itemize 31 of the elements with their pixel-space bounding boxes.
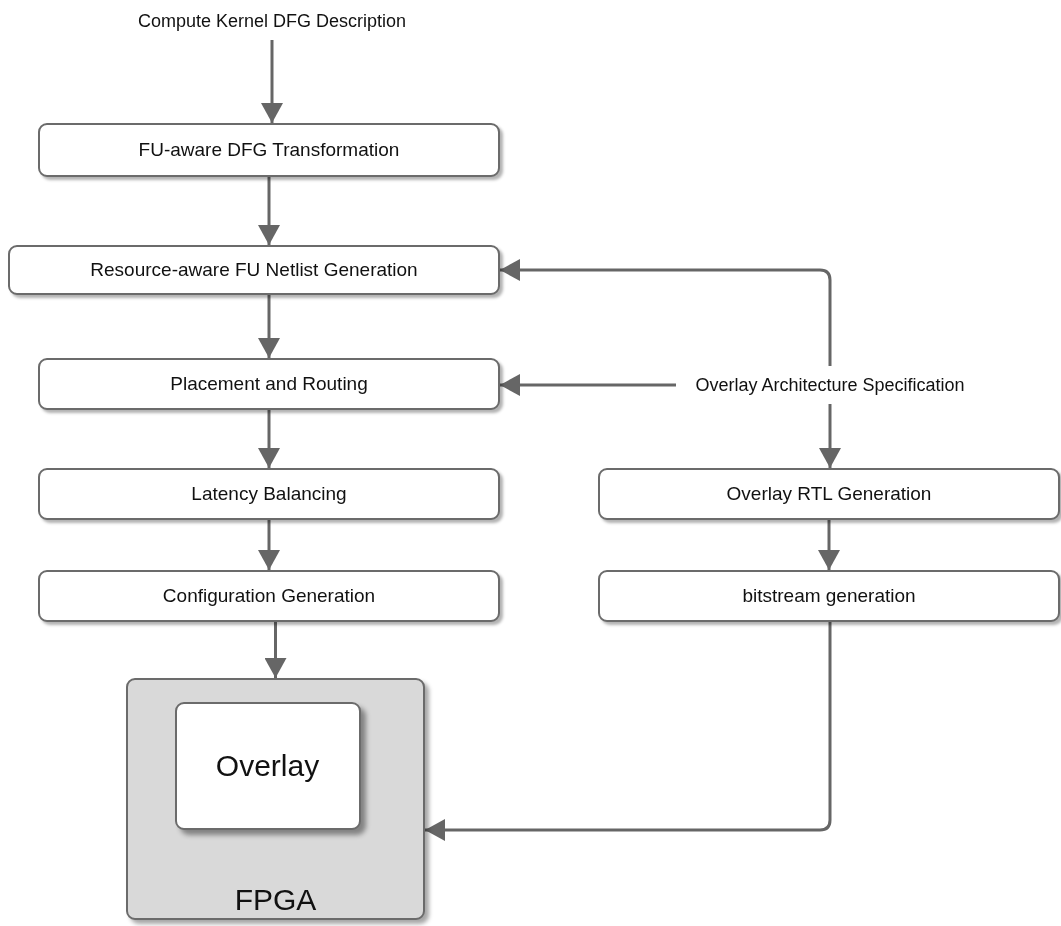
- arrow: [258, 520, 280, 570]
- input-label: Compute Kernel DFG Description: [122, 8, 422, 34]
- arrow: [261, 40, 283, 123]
- process-box: [598, 570, 1060, 622]
- arrow: [258, 295, 280, 358]
- box-label: Overlay RTL Generation: [726, 483, 932, 505]
- box-label: FU-aware DFG Transformation: [138, 139, 400, 161]
- arrow: [819, 404, 841, 468]
- box-label: Placement and Routing: [170, 373, 368, 395]
- arrow: [258, 410, 280, 468]
- box-label: bitstream generation: [742, 585, 916, 607]
- fpga-board: [126, 678, 425, 920]
- arrow: [818, 520, 840, 570]
- arrow: [264, 622, 287, 678]
- process-box: [8, 245, 500, 295]
- process-box: [38, 468, 500, 520]
- box-label: Latency Balancing: [191, 483, 347, 505]
- process-box: [38, 570, 500, 622]
- input-label: Overlay Architecture Specification: [682, 372, 978, 398]
- box-label: Resource-aware FU Netlist Generation: [90, 259, 418, 281]
- arrow: [500, 374, 676, 396]
- box-label: Configuration Generation: [162, 585, 376, 607]
- arrow: [500, 259, 832, 366]
- box-label: Overlay: [215, 749, 320, 782]
- process-box: [38, 358, 500, 410]
- process-box: [598, 468, 1060, 520]
- overlay-block: [174, 701, 361, 830]
- arrow: [258, 177, 280, 245]
- process-box: [38, 123, 500, 177]
- arrow: [425, 622, 832, 841]
- box-label: FPGA: [234, 883, 317, 916]
